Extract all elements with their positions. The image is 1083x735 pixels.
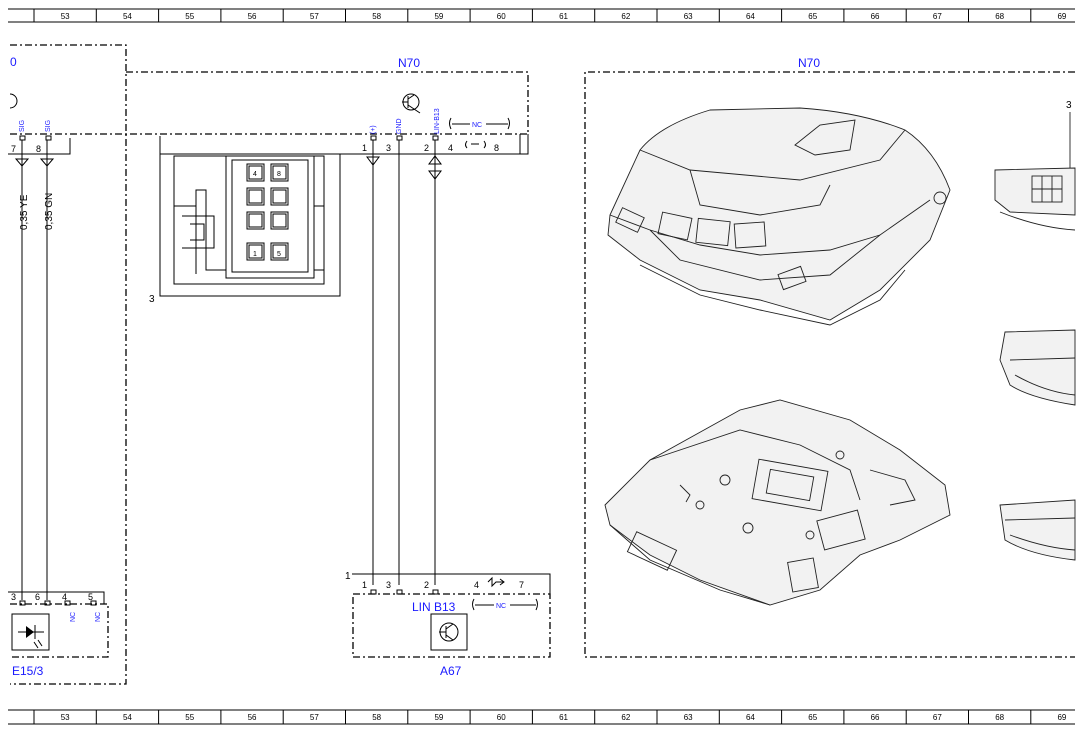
panel-underside-illustration [604,399,951,606]
bottom-ruler-column-53: 53 [61,713,70,722]
bottom-ruler: 53 54 55 56 57 58 59 60 61 62 63 64 65 66 67 68 69 [8,709,1075,725]
a67-label: A67 [440,664,462,678]
bottom-ruler-column-61: 61 [559,713,568,722]
wire-label-gn: 0,35 GN [44,193,55,230]
top-ruler-column-58: 58 [372,12,381,21]
n70-pin-1: 1 [362,143,367,153]
top-ruler-column-53: 53 [61,12,70,21]
pin-label-lin: LIN-B13 [434,108,441,134]
n70-pin-4: 4 [448,143,453,153]
a67-tilde-icon [487,576,505,588]
wire-label-ye: 0,35 YE [19,194,30,230]
n70-nc-bracket: NC [449,117,510,130]
bottom-ruler-column-54: 54 [123,713,132,722]
photo-ref-3: 3 [1066,100,1072,111]
top-ruler-column-57: 57 [310,12,319,21]
tilde-icon [465,140,486,149]
connector-cell-5: 5 [277,251,281,258]
transistor-icon [402,93,421,114]
side-view-illustrations: 3 [994,100,1076,561]
n70-pin-3: 3 [386,143,391,153]
a67-nc-bracket: NC [472,598,538,611]
svg-text:NC: NC [472,122,482,129]
top-ruler-column-68: 68 [995,12,1004,21]
bottom-ruler-column-56: 56 [248,713,257,722]
connector-cell-4: 4 [253,171,257,178]
connector-diagram: 3 4 8 1 5 [149,154,341,305]
top-ruler-column-54: 54 [123,12,132,21]
n70-right-label: N70 [798,56,820,70]
connector-ref-3: 3 [149,294,155,305]
bottom-ruler-column-66: 66 [871,713,880,722]
e15-pin-3: 3 [11,592,16,602]
e15-nc-2: NC [95,612,102,622]
e15-3-label: E15/3 [12,664,44,678]
partial-left-label: 0 [10,55,17,69]
top-ruler-column-61: 61 [559,12,568,21]
connector-cell-1: 1 [253,251,257,258]
a67-pin-1: 1 [362,580,367,590]
n70-pin-2: 2 [424,143,429,153]
bottom-ruler-column-68: 68 [995,713,1004,722]
a67-pin-7: 7 [519,580,524,590]
bottom-ruler-column-65: 65 [808,713,817,722]
overhead-panel-illustration [607,107,951,326]
top-ruler-column-67: 67 [933,12,942,21]
top-ruler-column-59: 59 [434,12,443,21]
bottom-ruler-column-58: 58 [372,713,381,722]
e15-pin-6: 6 [35,592,40,602]
n70-module-schematic: N70 (+) GND LIN-B13 NC 1 3 2 4 8 [126,56,529,585]
a67-lin-label: LIN B13 [412,600,456,614]
top-ruler-column-60: 60 [497,12,506,21]
top-ruler-column-63: 63 [684,12,693,21]
a67-corner-ref: 1 [345,571,351,582]
sig-label-1: SIG [19,120,26,132]
a67-transistor-icon [439,622,459,642]
a67-pin-3: 3 [386,580,391,590]
partial-circle-symbol [9,93,18,109]
top-ruler-column-69: 69 [1057,12,1066,21]
top-ruler-column-65: 65 [808,12,817,21]
svg-text:NC: NC [496,603,506,610]
e15-nc-1: NC [70,612,77,622]
pin-label-gnd: GND [396,118,403,134]
e15-3-component: 3 6 4 5 NC NC E15/3 [8,591,109,678]
a67-transistor-box [430,613,468,651]
bottom-ruler-column-67: 67 [933,713,942,722]
top-ruler: 53 54 55 56 57 58 59 60 61 62 63 64 65 66 67 68 69 [8,8,1075,23]
left-pin-8: 8 [36,144,41,154]
top-ruler-column-64: 64 [746,12,755,21]
a67-pin-4: 4 [474,580,479,590]
a67-pin-2: 2 [424,580,429,590]
bottom-ruler-column-57: 57 [310,713,319,722]
e15-pin-5: 5 [88,592,93,602]
top-ruler-column-62: 62 [621,12,630,21]
bottom-ruler-column-64: 64 [746,713,755,722]
left-partial-module: 0 SIG SIG 7 8 0,35 YE 0,35 GN [8,44,127,685]
n70-left-label: N70 [398,56,420,70]
bottom-ruler-column-55: 55 [185,713,194,722]
left-pin-7: 7 [11,144,16,154]
led-diode-icon [18,625,44,649]
pin-label-plus: (+) [370,125,377,134]
n70-pin-8: 8 [494,143,499,153]
a67-component: 1 1 3 2 4 7 LIN B13 NC A67 [345,571,551,678]
diode-box [11,613,50,651]
bottom-ruler-column-59: 59 [434,713,443,722]
bottom-ruler-column-60: 60 [497,713,506,722]
bottom-ruler-column-62: 62 [621,713,630,722]
bottom-ruler-column-63: 63 [684,713,693,722]
top-ruler-column-56: 56 [248,12,257,21]
n70-illustration-panel: N70 [584,56,1076,658]
top-ruler-column-55: 55 [185,12,194,21]
connector-cell-8: 8 [277,171,281,178]
top-ruler-column-66: 66 [871,12,880,21]
bottom-ruler-column-69: 69 [1057,713,1066,722]
e15-pin-4: 4 [62,592,67,602]
sig-label-2: SIG [45,120,52,132]
